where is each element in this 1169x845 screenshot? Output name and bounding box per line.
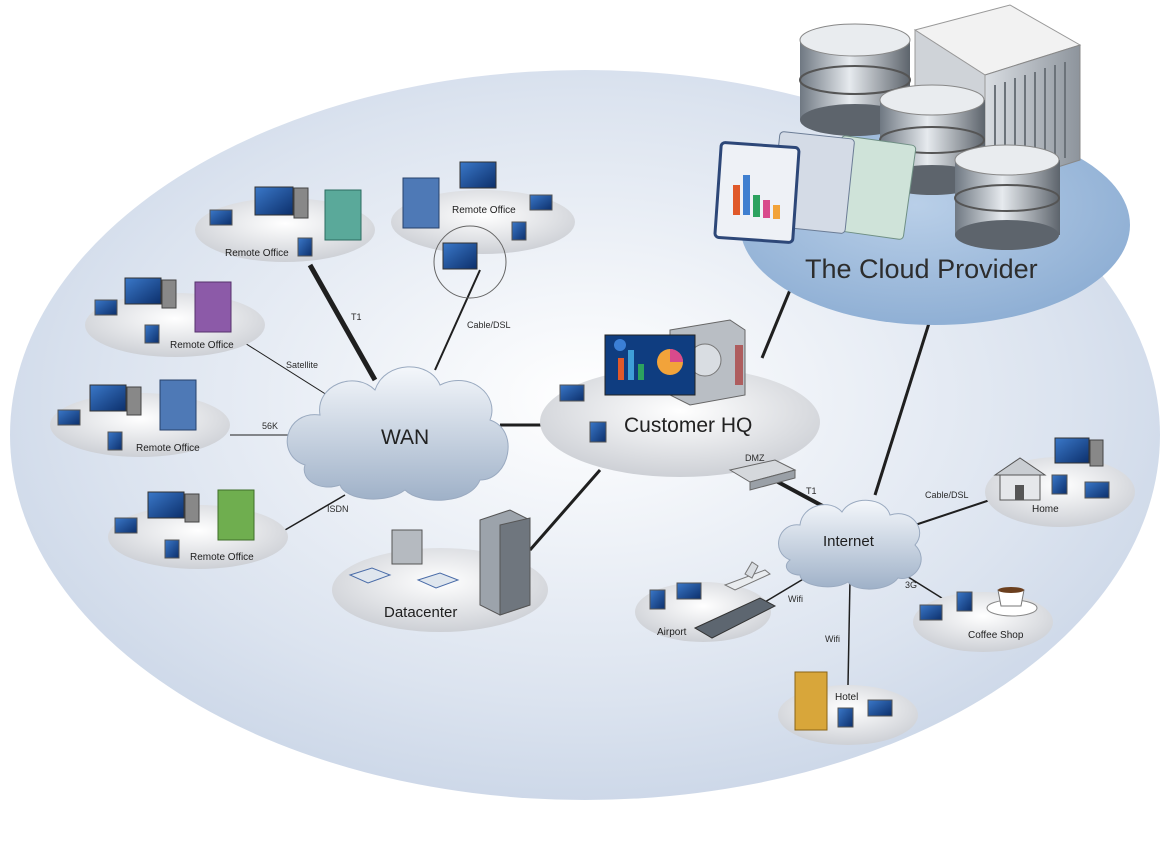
link-label-cable-dsl-home: Cable/DSL bbox=[925, 490, 969, 500]
coffee-shop-label: Coffee Shop bbox=[968, 630, 1024, 641]
tablet-icon bbox=[837, 707, 854, 728]
link-label-cable-dsl: Cable/DSL bbox=[467, 320, 511, 330]
airport-label: Airport bbox=[657, 627, 687, 638]
customer-hq: Customer HQ DMZ bbox=[540, 319, 820, 491]
coffee-cup-icon bbox=[986, 587, 1038, 617]
remote-office-5: Remote Office bbox=[108, 489, 288, 569]
switch-icon bbox=[416, 572, 460, 589]
desktop-monitor-icon bbox=[604, 334, 696, 396]
link-labels: T1 Cable/DSL Satellite 56K ISDN T1 Cable… bbox=[262, 312, 969, 644]
wan-cloud-icon bbox=[286, 366, 509, 501]
internet-label: Internet bbox=[823, 533, 875, 550]
home-label: Home bbox=[1032, 504, 1059, 515]
remote-office-1: Remote Office bbox=[195, 186, 375, 262]
datacenter-label: Datacenter bbox=[384, 604, 457, 621]
wan-label: WAN bbox=[381, 426, 429, 449]
laptop-icon bbox=[57, 409, 81, 426]
site-coffee-shop: Coffee Shop bbox=[913, 587, 1053, 652]
remote-office-2: Remote Office bbox=[391, 161, 575, 299]
desktop-computer-icon bbox=[254, 186, 294, 216]
office-building-icon bbox=[324, 189, 362, 241]
link-label-wifi-hotel: Wifi bbox=[825, 634, 840, 644]
tablet-icon bbox=[107, 431, 123, 451]
laptop-icon bbox=[529, 194, 553, 211]
laptop-icon bbox=[1084, 481, 1110, 499]
tablet-icon bbox=[297, 237, 313, 257]
desktop-computer-icon bbox=[442, 242, 478, 270]
tablet-icon bbox=[511, 221, 527, 241]
server-unit-icon bbox=[391, 529, 423, 565]
airplane-icon bbox=[723, 561, 771, 591]
tablet-icon bbox=[956, 591, 973, 612]
tablet-icon bbox=[649, 589, 666, 610]
office-building-icon bbox=[217, 489, 255, 541]
database-icon bbox=[954, 144, 1060, 250]
office-building-icon bbox=[159, 379, 197, 431]
site-hotel: Hotel bbox=[778, 671, 918, 745]
remote-office-4: Remote Office bbox=[50, 379, 230, 457]
remote-office-label: Remote Office bbox=[170, 340, 234, 351]
internet-cloud: Internet bbox=[778, 499, 922, 590]
remote-office-label: Remote Office bbox=[452, 205, 516, 216]
internet-cloud-icon bbox=[778, 499, 922, 590]
laptop-icon bbox=[867, 699, 893, 717]
wan-cloud: WAN bbox=[286, 366, 509, 501]
office-building-icon bbox=[194, 281, 232, 333]
laptop-icon bbox=[676, 582, 702, 600]
switch-icon bbox=[348, 567, 392, 584]
link-label-3g: 3G bbox=[905, 580, 917, 590]
runway-icon bbox=[693, 597, 777, 639]
link-label-56k: 56K bbox=[262, 421, 278, 431]
link-label-t1: T1 bbox=[351, 312, 362, 322]
tablet-icon bbox=[589, 421, 607, 443]
cloud-provider: The Cloud Provider bbox=[713, 4, 1130, 325]
dmz-label: DMZ bbox=[745, 453, 765, 463]
link-label-satellite: Satellite bbox=[286, 360, 318, 370]
remote-office-3: Remote Office bbox=[85, 277, 265, 357]
analytics-window-icon bbox=[713, 131, 917, 244]
remote-office-label: Remote Office bbox=[225, 248, 289, 259]
datacenter: Datacenter bbox=[332, 509, 548, 632]
laptop-icon bbox=[114, 517, 138, 534]
remote-office-label: Remote Office bbox=[190, 552, 254, 563]
tablet-icon bbox=[144, 324, 160, 344]
desktop-computer-icon bbox=[124, 277, 162, 305]
link-label-wifi-airport: Wifi bbox=[788, 594, 803, 604]
desktop-computer-icon bbox=[147, 491, 185, 519]
desktop-computer-icon bbox=[459, 161, 497, 189]
laptop-icon bbox=[919, 604, 943, 621]
desktop-computer-icon bbox=[89, 384, 127, 412]
link-label-t1-internet: T1 bbox=[806, 486, 817, 496]
cloud-provider-label: The Cloud Provider bbox=[805, 254, 1038, 284]
connection-lines bbox=[230, 263, 991, 686]
link-label-isdn: ISDN bbox=[327, 504, 349, 514]
site-home: Home bbox=[985, 437, 1135, 527]
office-building-icon bbox=[402, 177, 440, 229]
desktop-computer-icon bbox=[1054, 437, 1090, 464]
remote-office-label: Remote Office bbox=[136, 443, 200, 454]
hotel-building-icon bbox=[794, 671, 828, 731]
hotel-label: Hotel bbox=[835, 692, 858, 703]
laptop-icon bbox=[559, 384, 585, 402]
laptop-icon bbox=[209, 209, 233, 226]
server-tower-icon bbox=[479, 509, 531, 616]
site-airport: Airport bbox=[635, 561, 777, 642]
tablet-icon bbox=[1051, 474, 1068, 495]
tablet-icon bbox=[164, 539, 180, 559]
customer-hq-label: Customer HQ bbox=[624, 414, 752, 437]
house-icon bbox=[993, 457, 1047, 501]
laptop-icon bbox=[94, 299, 118, 316]
dmz-firewall-icon bbox=[728, 459, 797, 491]
